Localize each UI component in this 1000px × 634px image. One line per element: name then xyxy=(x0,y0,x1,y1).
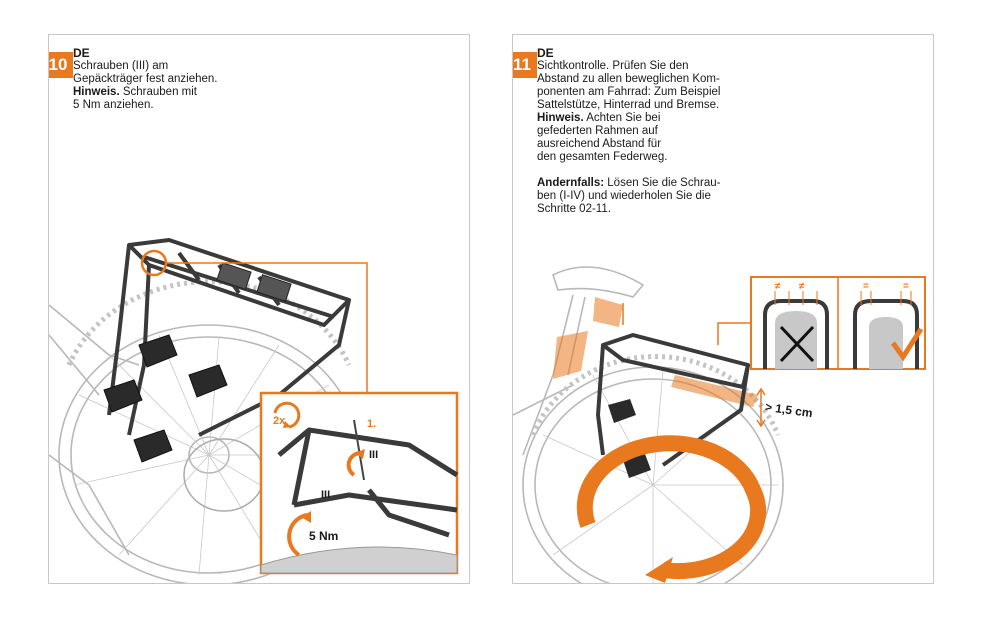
cross-icon xyxy=(779,325,815,363)
equal-label: = xyxy=(903,281,909,292)
instruction-line: ponenten am Fahrrad: Zum Beispiel xyxy=(537,86,721,98)
step-10-instructions: DE Schrauben (III) am Gepäckträger fest … xyxy=(73,47,273,112)
bike-clearance-illustration xyxy=(513,266,926,583)
repeat-count-label: 2x xyxy=(273,415,286,427)
hint-line: gefederten Rahmen auf xyxy=(537,125,658,137)
else-line: Andernfalls: Lösen Sie die Schrau- xyxy=(537,177,737,190)
not-equal-label: ≠ xyxy=(775,281,781,292)
rack-illustration-step-10 xyxy=(49,238,459,583)
instruction-line: Abstand zu allen beweglichen Kom- xyxy=(537,73,720,85)
screw-label: III xyxy=(369,449,379,461)
else-text: Lösen Sie die Schrau- xyxy=(604,177,721,189)
language-label: DE xyxy=(537,46,554,60)
instruction-line: Gepäckträger fest anziehen. xyxy=(73,73,218,85)
step-order-label: 1. xyxy=(367,418,377,430)
hint-line: ausreichend Abstand für xyxy=(537,138,662,150)
instruction-line: Sichtkontrolle. Prüfen Sie den xyxy=(537,60,689,72)
equal-label: = xyxy=(863,281,869,292)
step-11-instructions: DE Sichtkontrolle. Prüfen Sie den Abstan… xyxy=(537,47,737,216)
step-11-panel: 11 DE Sichtkontrolle. Prüfen Sie den Abs… xyxy=(512,34,934,584)
instruction-line: 5 Nm anziehen. xyxy=(73,99,154,111)
language-label: DE xyxy=(73,46,90,60)
hint-label: Hinweis. xyxy=(73,86,120,98)
step-number-badge: 10 xyxy=(49,52,73,78)
hint-label: Hinweis. xyxy=(537,112,584,124)
hint-line: Hinweis. Schrauben mit xyxy=(73,86,273,99)
check-icon xyxy=(890,327,924,362)
instruction-line: Sattelstütze, Hinterrad und Bremse. xyxy=(537,99,720,111)
step-number-badge: 11 xyxy=(513,52,537,78)
instruction-line: Schrauben (III) am xyxy=(73,60,169,72)
wheel-rotation-arrow-icon xyxy=(576,435,767,580)
step-10-panel: 10 DE Schrauben (III) am Gepäckträger fe… xyxy=(48,34,470,584)
screw-label: III xyxy=(321,489,331,501)
hint-text: Schrauben mit xyxy=(119,86,198,98)
hint-line: Hinweis. Achten Sie bei xyxy=(537,112,737,125)
hint-line: den gesamten Federweg. xyxy=(537,151,668,163)
else-label: Andernfalls: xyxy=(537,177,605,189)
not-equal-label: ≠ xyxy=(799,281,805,292)
else-line: ben (I-IV) und wiederholen Sie die xyxy=(537,190,711,202)
torque-label: 5 Nm xyxy=(309,529,339,543)
rotate-arrow-icon xyxy=(273,401,301,429)
else-line: Schritte 02-11. xyxy=(537,203,611,215)
hint-text: Achten Sie bei xyxy=(583,112,661,124)
